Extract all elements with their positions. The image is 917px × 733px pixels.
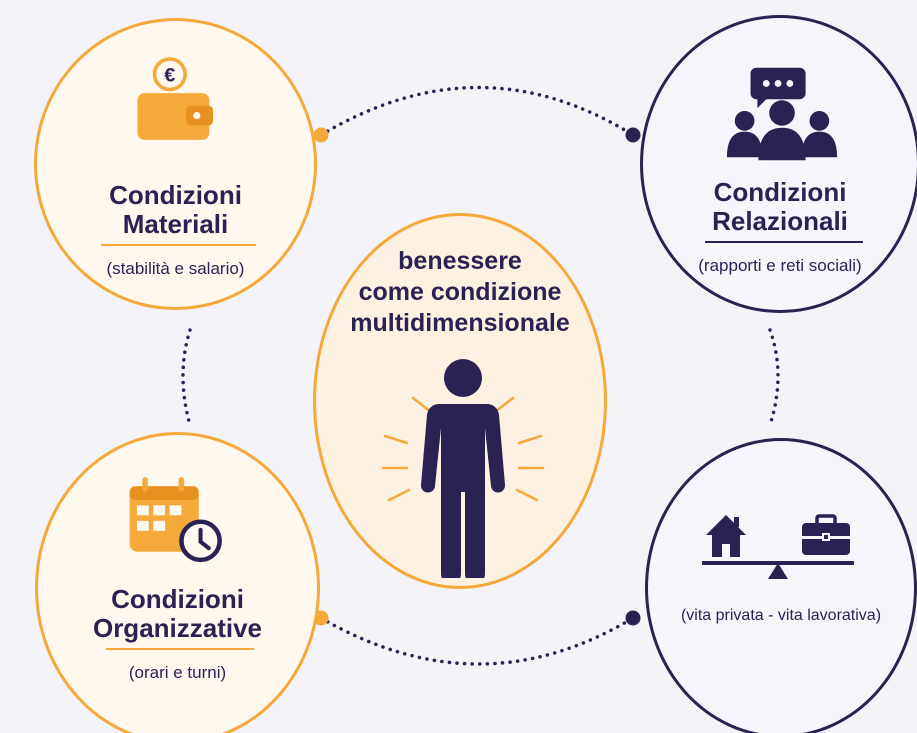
divider	[101, 244, 256, 246]
connector-dot-top-right	[625, 127, 641, 143]
node-subtitle: (stabilità e salario)	[106, 259, 245, 278]
house-icon	[706, 515, 746, 557]
divider	[705, 241, 863, 243]
node-subtitle: (orari e turni)	[128, 663, 227, 682]
node-condizioni-materiali: € Condizioni Materiali (stabilità e sala…	[34, 18, 317, 310]
node-title: Condizioni Relazionali	[712, 177, 848, 236]
connector-right	[768, 328, 780, 427]
node-conciliazione: (vita privata - vita lavorativa)	[645, 438, 917, 733]
radiance-lines	[381, 396, 545, 502]
briefcase-icon	[802, 514, 850, 555]
connector-top	[319, 85, 635, 137]
node-condizioni-organizzative: Condizioni Organizzative (orari e turni)	[35, 432, 320, 733]
wallet-euro-icon: €	[137, 57, 213, 140]
node-subtitle: (rapporti e reti sociali)	[698, 256, 862, 275]
center-title: benessere come condizione multidimension…	[350, 247, 570, 337]
node-title: Condizioni Organizzative	[92, 584, 263, 643]
work-life-balance-icon	[702, 514, 854, 579]
coin-symbol: €	[164, 64, 175, 86]
connector-dot-top-left	[313, 127, 329, 143]
divider	[106, 648, 254, 650]
calendar-clock-icon	[129, 477, 222, 563]
connector-dot-bottom-right	[625, 610, 641, 626]
people-chat-icon	[726, 67, 838, 161]
node-condizioni-relazionali: Condizioni Relazionali (rapporti e reti …	[640, 15, 917, 313]
node-subtitle: (vita privata - vita lavorativa)	[680, 607, 882, 624]
connector-left	[181, 328, 192, 427]
center-benessere: benessere come condizione multidimension…	[313, 213, 607, 589]
connector-bottom	[319, 616, 635, 666]
node-title: Condizioni Materiali	[109, 180, 242, 239]
person-icon	[381, 359, 545, 578]
